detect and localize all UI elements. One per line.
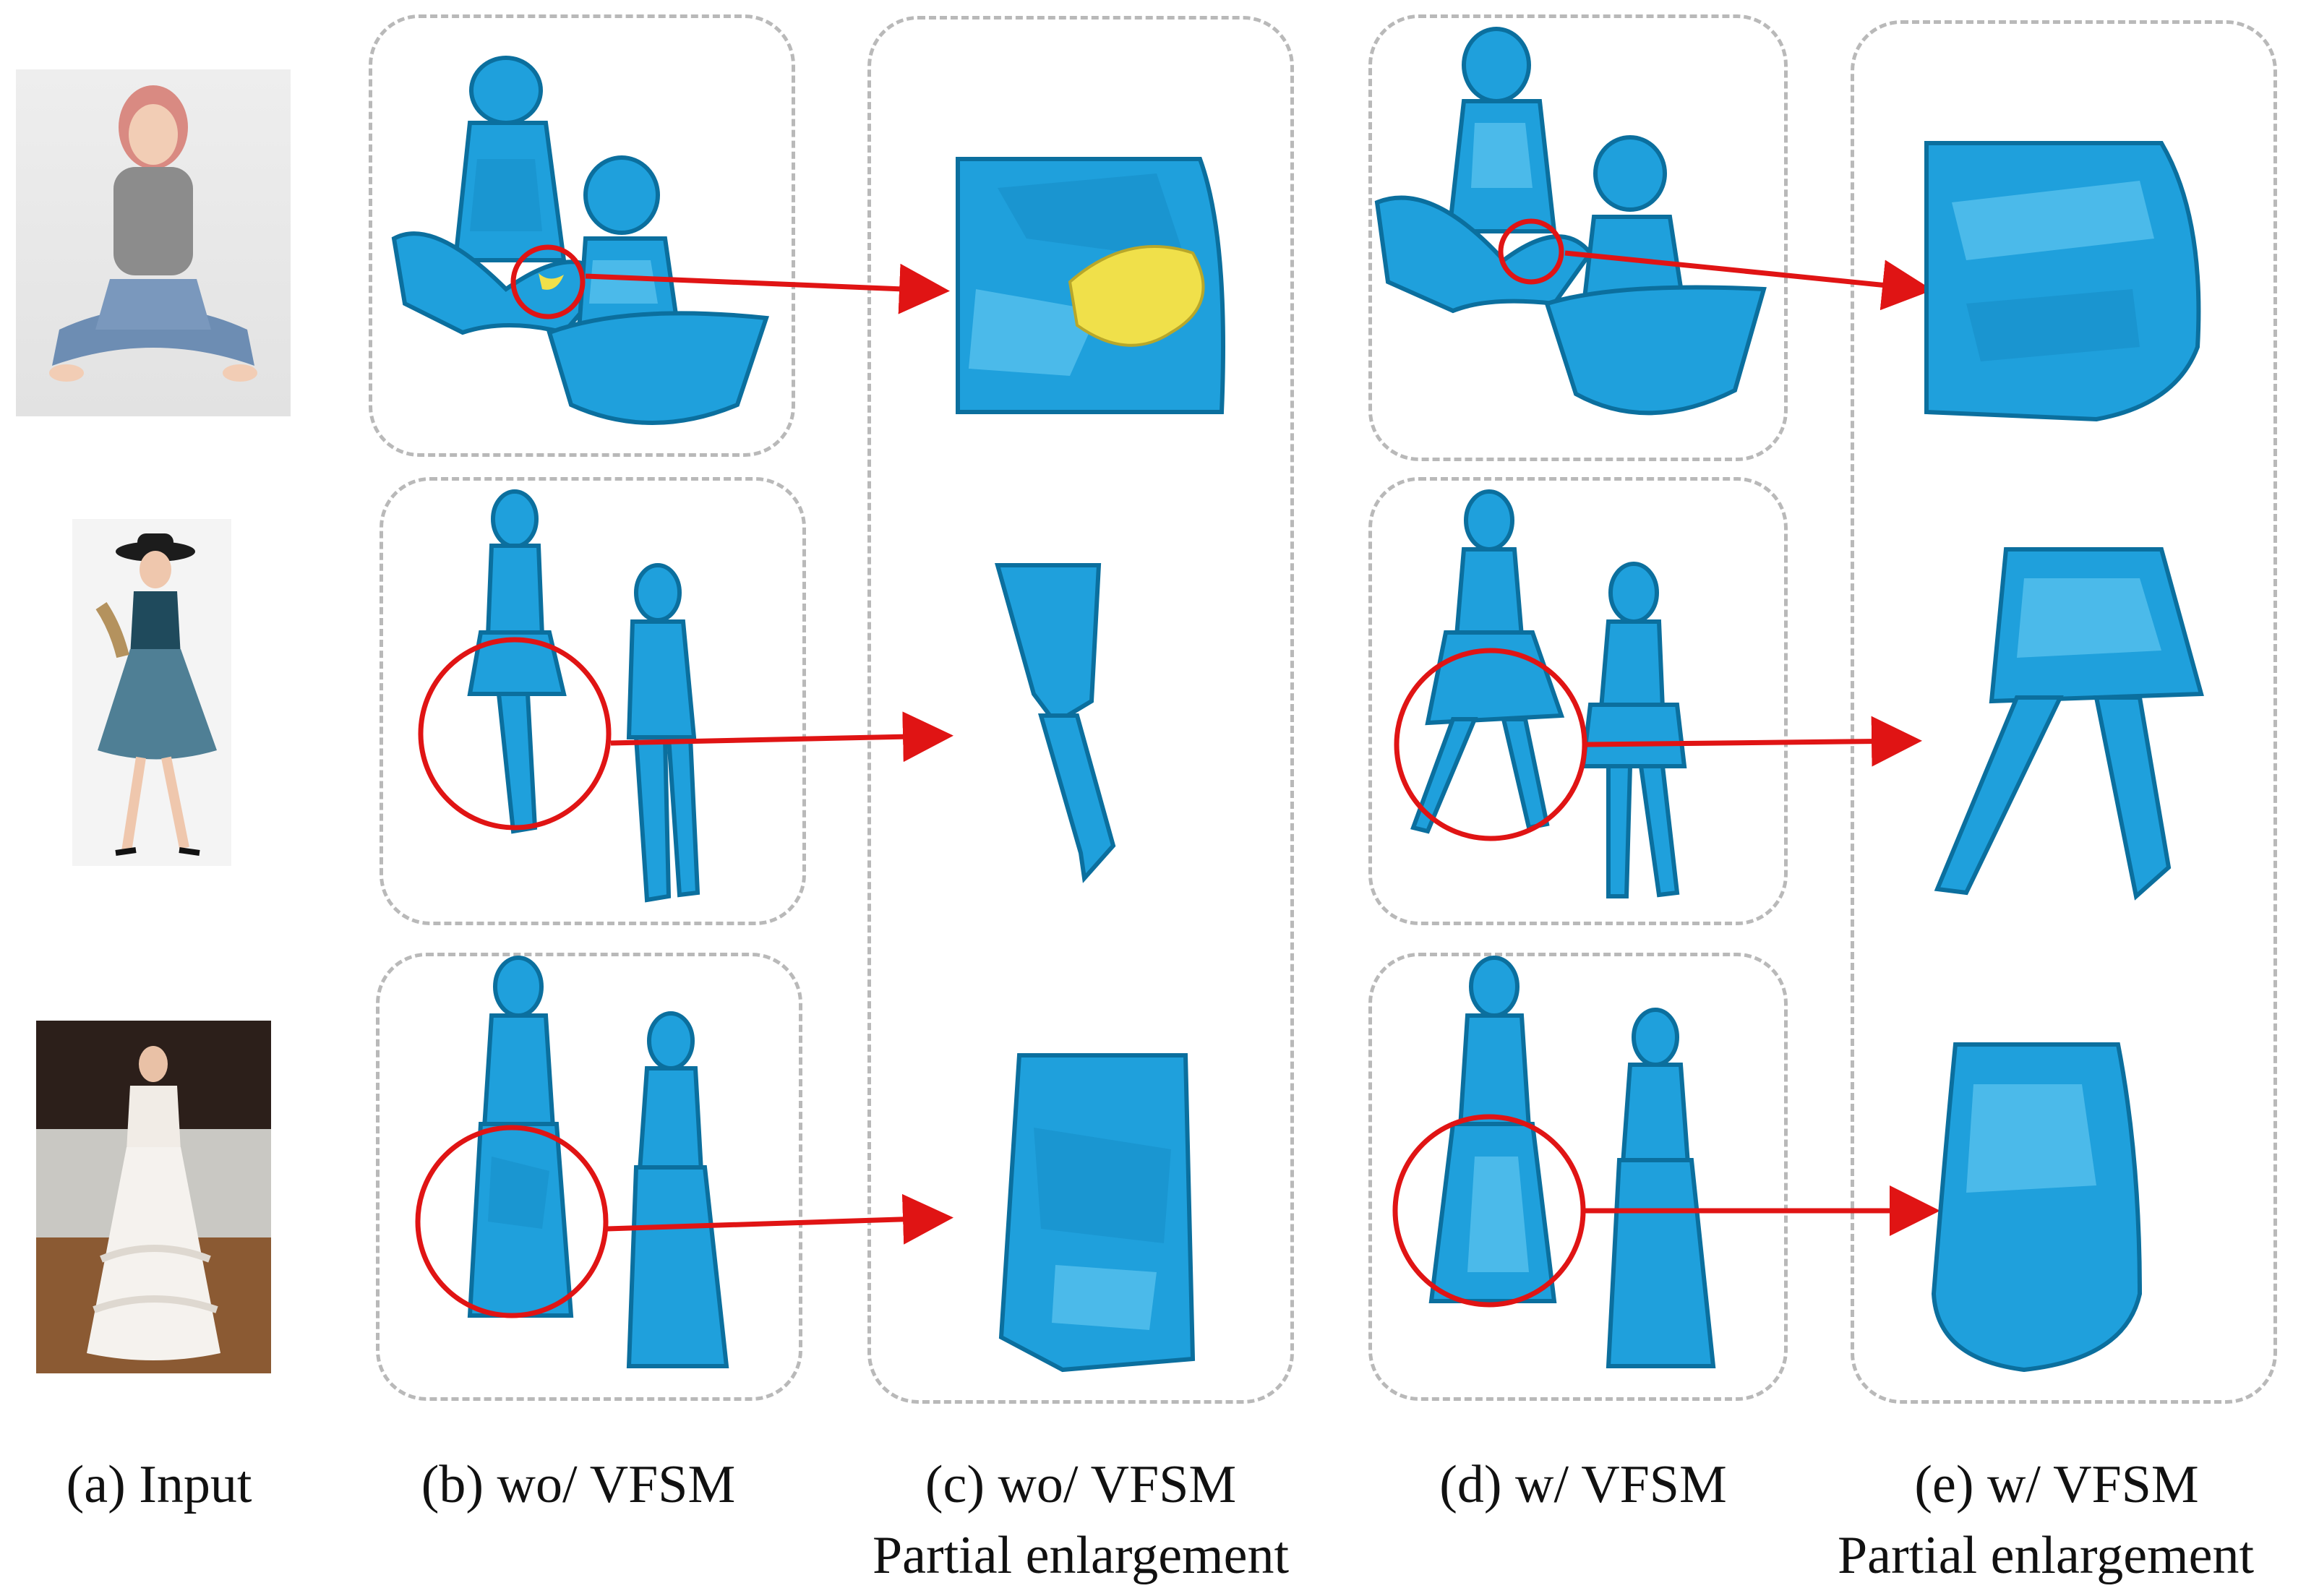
panel-d-row2 bbox=[1368, 477, 1788, 925]
caption-wo-vfsm: (b) wo/ VFSM bbox=[421, 1455, 736, 1514]
magnifier-circle bbox=[1392, 1114, 1586, 1308]
magnifier-circle bbox=[1498, 218, 1564, 285]
mesh-b-row3-back bbox=[626, 1011, 729, 1368]
error-region bbox=[539, 273, 564, 290]
zoom-e-row2 bbox=[1934, 547, 2204, 901]
panel-b-row1 bbox=[369, 14, 795, 457]
caption-input: (a) Input bbox=[66, 1455, 252, 1514]
caption-w-vfsm: (d) w/ VFSM bbox=[1439, 1455, 1727, 1514]
mesh-b-row2-back bbox=[626, 563, 700, 903]
input-photo-row3 bbox=[36, 1021, 271, 1373]
mesh-b-row1-front bbox=[391, 56, 610, 335]
magnifier-circle bbox=[418, 637, 612, 831]
arrow bbox=[606, 1193, 953, 1245]
caption-wo-vfsm-partial-line1: (c) wo/ VFSM bbox=[925, 1455, 1237, 1514]
caption-w-vfsm-partial-line2: Partial enlargement bbox=[1837, 1526, 2255, 1585]
mesh-d-row1-back bbox=[1544, 135, 1767, 416]
panel-b-row3 bbox=[376, 953, 802, 1401]
zoom-c-row1 bbox=[956, 157, 1225, 414]
arrow bbox=[585, 263, 950, 314]
arrow bbox=[610, 711, 953, 763]
mesh-b-row1-back bbox=[547, 155, 770, 425]
caption-wo-vfsm-partial-line2: Partial enlargement bbox=[872, 1526, 1290, 1585]
zoom-e-row3 bbox=[1931, 1042, 2143, 1373]
zoom-e-row1 bbox=[1924, 141, 2201, 422]
input-photo-row2 bbox=[72, 519, 231, 866]
magnifier-circle bbox=[415, 1125, 609, 1318]
panel-c bbox=[867, 16, 1294, 1404]
zoom-c-row2 bbox=[995, 563, 1116, 883]
arrow bbox=[1586, 716, 1922, 767]
caption-w-vfsm-partial-line1: (e) w/ VFSM bbox=[1914, 1455, 2199, 1514]
input-photo-row1 bbox=[16, 69, 291, 416]
zoom-c-row3 bbox=[998, 1053, 1196, 1373]
mesh-b-row2-front bbox=[467, 489, 567, 834]
mesh-b-row3-front bbox=[467, 956, 574, 1318]
panel-e bbox=[1851, 20, 2277, 1404]
magnifier-circle bbox=[510, 244, 586, 319]
panel-d-row3 bbox=[1368, 953, 1788, 1401]
panel-d-row1 bbox=[1368, 14, 1788, 461]
arrow bbox=[1564, 250, 1933, 311]
magnifier-circle bbox=[1394, 648, 1587, 841]
mesh-d-row3-back bbox=[1606, 1008, 1716, 1368]
mesh-d-row2-back bbox=[1580, 562, 1687, 898]
panel-b-row2 bbox=[380, 477, 806, 925]
